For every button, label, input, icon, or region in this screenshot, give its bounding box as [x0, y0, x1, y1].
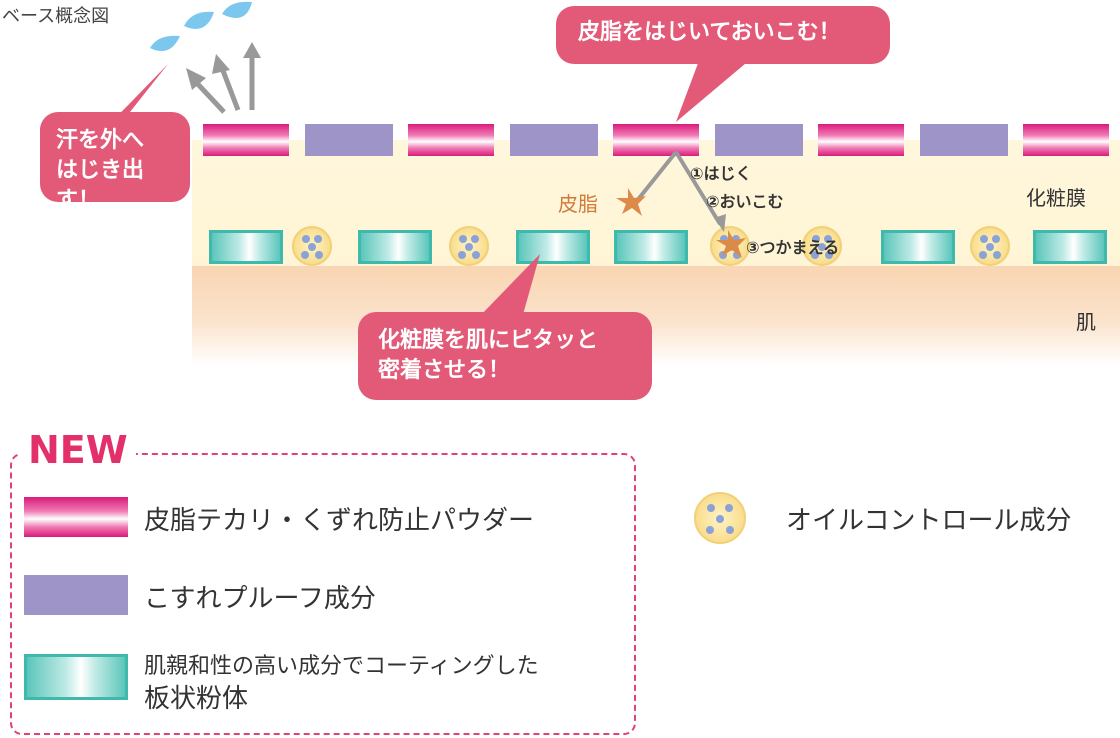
adhere-bubble-line1: 化粧膜を肌にピタッと	[378, 326, 632, 356]
legend-purple-label: こすれプルーフ成分	[144, 578, 376, 615]
legend-pink-swatch	[24, 497, 128, 537]
legend-pink-label: 皮脂テカリ・くずれ防止パウダー	[144, 500, 534, 537]
sweat-bubble-line2: はじき出す！	[56, 156, 174, 216]
step-catch: ③つかまえる	[746, 234, 839, 258]
water-drop-icon	[184, 12, 214, 29]
legend-oil-label: オイルコントロール成分	[786, 500, 1071, 537]
step-repel: ①はじく	[690, 160, 752, 184]
water-drop-icon	[150, 36, 180, 51]
sebum-label: 皮脂	[558, 188, 598, 217]
legend-teal-label-line2: 板状粉体	[144, 678, 248, 715]
legend-oil-icon	[694, 492, 746, 544]
sebum-icon	[716, 230, 746, 258]
adhere-bubble-tail	[478, 254, 540, 318]
sebum-bubble: 皮脂をはじいておいこむ！	[556, 6, 890, 64]
new-label: NEW	[20, 428, 136, 472]
up-arrow-icon	[194, 80, 224, 112]
sweat-bubble-line1: 汗を外へ	[56, 126, 174, 156]
sweat-bubble: 汗を外へ はじき出す！	[40, 112, 190, 202]
sebum-bubble-text: 皮脂をはじいておいこむ！	[578, 18, 868, 48]
adhere-bubble: 化粧膜を肌にピタッと 密着させる！	[358, 312, 652, 400]
step-drive: ②おいこむ	[706, 188, 784, 212]
legend-teal-label-line1: 肌親和性の高い成分でコーティングした	[144, 648, 539, 680]
up-arrow-icon	[222, 68, 238, 110]
sebum-bubble-tail	[676, 58, 752, 122]
water-drop-icon	[222, 2, 252, 18]
legend-teal-swatch	[24, 654, 128, 700]
adhere-bubble-line2: 密着させる！	[378, 356, 632, 386]
legend-purple-swatch	[24, 575, 128, 615]
